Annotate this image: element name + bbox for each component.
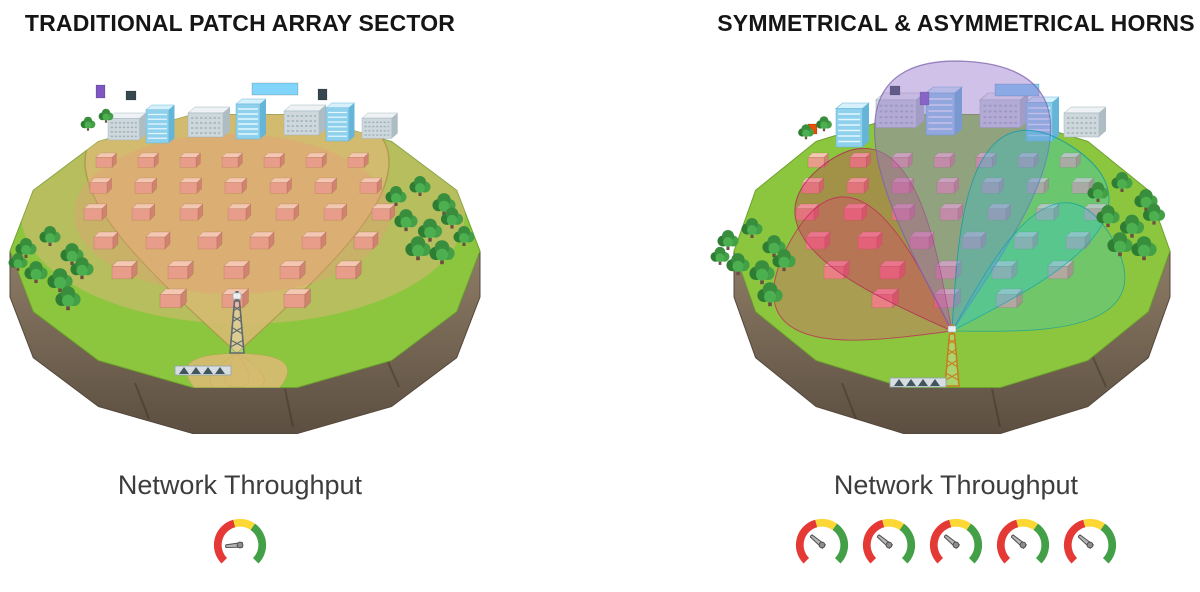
house bbox=[359, 177, 382, 194]
gauge-yellow-arc bbox=[233, 518, 255, 531]
gauge-hub bbox=[1019, 541, 1027, 549]
left-panel: TRADITIONAL PATCH ARRAY SECTOR Network T… bbox=[0, 10, 600, 574]
house bbox=[335, 260, 362, 280]
throughput-gauge-icon bbox=[862, 518, 916, 564]
house bbox=[134, 177, 157, 194]
left-gauge-row bbox=[0, 516, 600, 574]
gauge-green-arc bbox=[966, 523, 983, 564]
glass-building bbox=[235, 98, 267, 140]
right-panel: SYMMETRICAL & ASYMMETRICAL HORNS Network… bbox=[600, 0, 1200, 592]
glass-building bbox=[835, 102, 870, 148]
throughput-gauge-icon bbox=[929, 518, 983, 564]
house bbox=[347, 152, 369, 168]
gauge-hub bbox=[885, 541, 893, 549]
house bbox=[275, 203, 300, 221]
house bbox=[93, 231, 119, 250]
gauge-green-arc bbox=[1033, 523, 1050, 564]
house bbox=[179, 203, 204, 221]
house bbox=[305, 152, 327, 168]
gauge-green-arc bbox=[832, 523, 849, 564]
glass-building bbox=[325, 102, 356, 142]
gauge-yellow-arc bbox=[882, 518, 904, 531]
throughput-gauge-icon bbox=[1063, 518, 1117, 564]
gauge-red-arc bbox=[795, 519, 818, 564]
gauge-hub bbox=[1086, 541, 1094, 549]
gauge-red-arc bbox=[996, 519, 1019, 564]
house bbox=[353, 231, 379, 250]
house bbox=[314, 177, 337, 194]
office-building bbox=[107, 112, 147, 141]
house bbox=[249, 231, 275, 250]
throughput-gauge-icon bbox=[996, 518, 1050, 564]
left-panel-title: TRADITIONAL PATCH ARRAY SECTOR bbox=[24, 10, 456, 36]
billboard-sign bbox=[317, 88, 328, 101]
gauge-red-arc bbox=[862, 519, 885, 564]
tree bbox=[80, 116, 96, 131]
gauge-yellow-arc bbox=[1083, 518, 1105, 531]
rock-texture bbox=[841, 354, 1107, 428]
house bbox=[95, 152, 117, 168]
equipment-strip bbox=[174, 365, 232, 376]
house bbox=[131, 203, 156, 221]
house bbox=[221, 152, 243, 168]
throughput-gauge-icon bbox=[795, 518, 849, 564]
house bbox=[279, 260, 306, 280]
house bbox=[83, 203, 108, 221]
office-building bbox=[1063, 106, 1107, 138]
house bbox=[145, 231, 171, 250]
house bbox=[269, 177, 292, 194]
house bbox=[323, 203, 348, 221]
office-building bbox=[283, 104, 327, 136]
house bbox=[227, 203, 252, 221]
house bbox=[111, 260, 138, 280]
gauge-red-arc bbox=[213, 519, 236, 564]
house bbox=[371, 203, 396, 221]
house bbox=[283, 288, 311, 308]
house bbox=[197, 231, 223, 250]
house bbox=[224, 177, 247, 194]
gauge-green-arc bbox=[899, 523, 916, 564]
office-building bbox=[187, 106, 231, 138]
buildings-group bbox=[107, 98, 399, 144]
gauge-hub bbox=[818, 541, 826, 549]
house bbox=[167, 260, 194, 280]
house bbox=[179, 152, 201, 168]
gauge-green-arc bbox=[1100, 523, 1117, 564]
house bbox=[301, 231, 327, 250]
gauge-green-arc bbox=[250, 523, 267, 564]
right-gauge-row bbox=[600, 516, 1200, 574]
horn-beams-island-illustration bbox=[710, 55, 1171, 434]
patch-array-island-illustration bbox=[8, 82, 481, 434]
right-throughput-label: Network Throughput bbox=[833, 470, 1079, 500]
gauge-yellow-arc bbox=[1016, 518, 1038, 531]
house bbox=[159, 288, 187, 308]
house bbox=[137, 152, 159, 168]
office-building bbox=[361, 112, 399, 140]
gauge-red-arc bbox=[1063, 519, 1086, 564]
billboard-sign bbox=[125, 90, 137, 101]
billboard-sign bbox=[95, 84, 106, 99]
house bbox=[179, 177, 202, 194]
gauge-hub bbox=[236, 541, 244, 549]
tree bbox=[816, 116, 832, 132]
right-panel-title: SYMMETRICAL & ASYMMETRICAL HORNS bbox=[717, 10, 1195, 36]
gauge-hub bbox=[952, 541, 960, 549]
house bbox=[263, 152, 285, 168]
house bbox=[89, 177, 112, 194]
throughput-gauge-icon bbox=[213, 518, 267, 564]
glass-building bbox=[145, 104, 176, 144]
gauge-yellow-arc bbox=[815, 518, 837, 531]
gauge-yellow-arc bbox=[949, 518, 971, 531]
house bbox=[223, 260, 250, 280]
left-throughput-label: Network Throughput bbox=[117, 470, 363, 500]
billboard-sign bbox=[251, 82, 299, 96]
gauge-red-arc bbox=[929, 519, 952, 564]
equipment-strip bbox=[889, 377, 947, 388]
